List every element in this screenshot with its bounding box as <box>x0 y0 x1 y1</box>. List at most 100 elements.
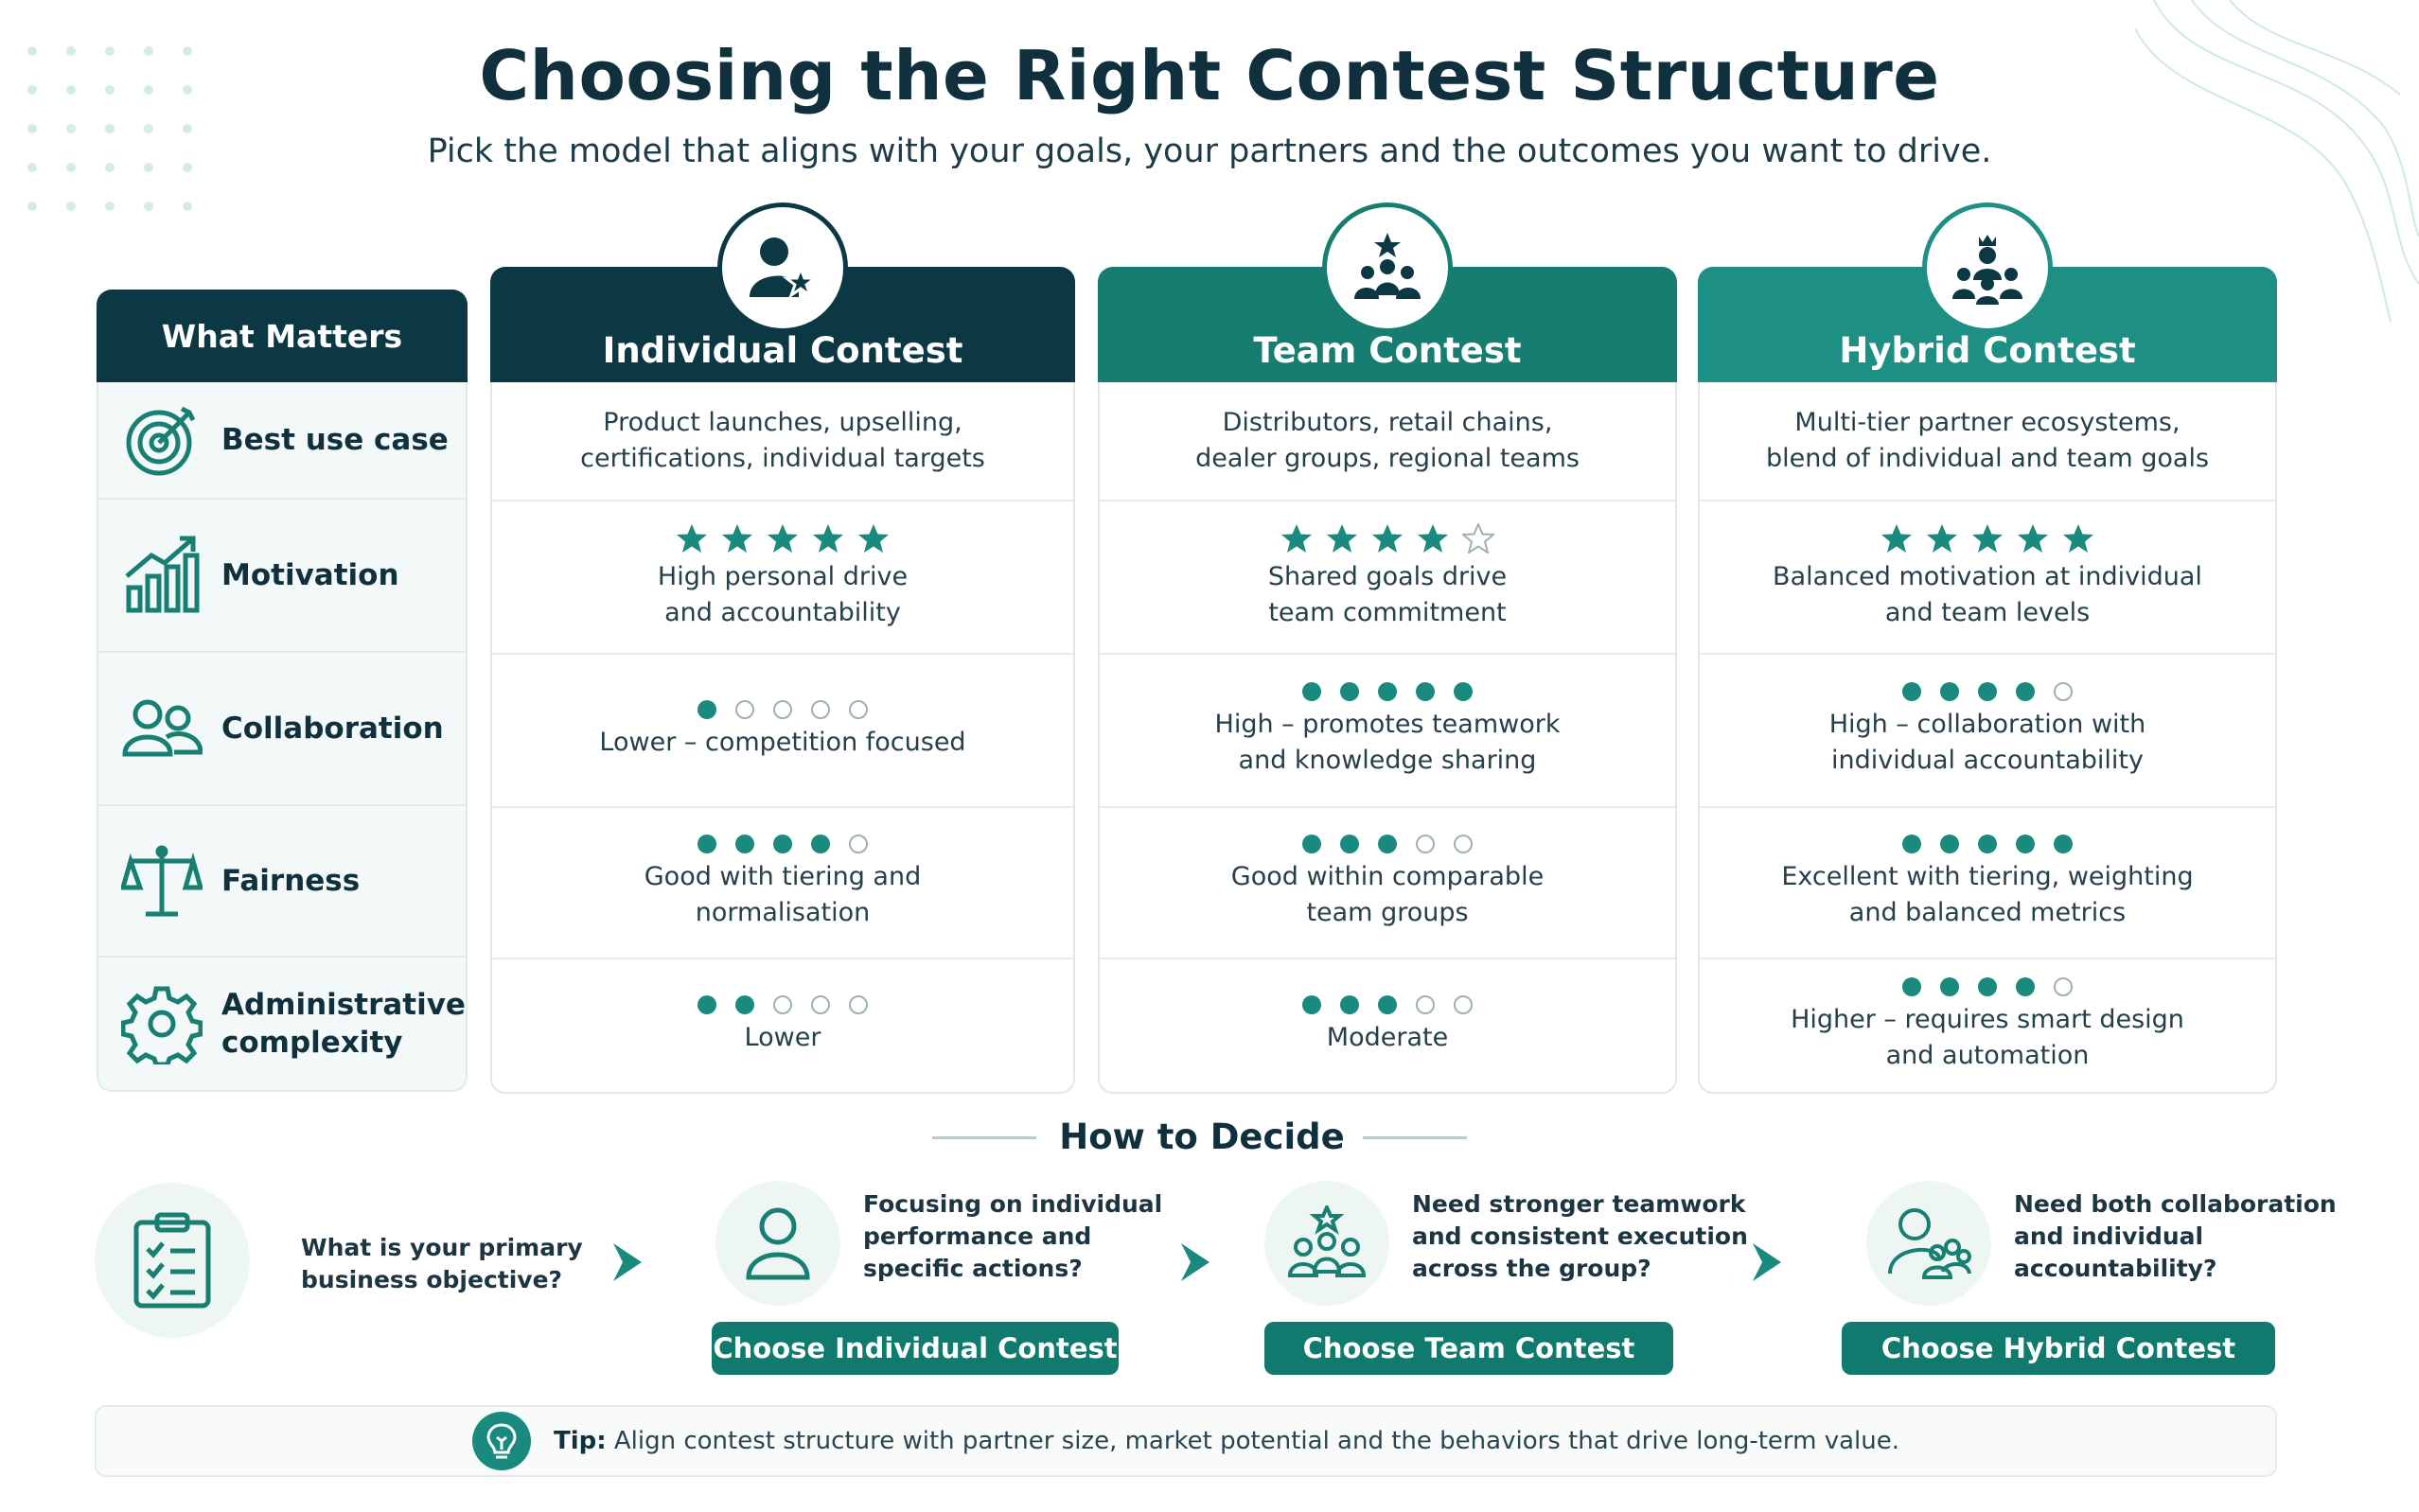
what-matters-header: What Matters <box>97 290 468 382</box>
rating-dot-empty <box>849 835 868 853</box>
how-to-decide-title: How to Decide <box>1059 1116 1345 1157</box>
criterion-motivation: Motivation <box>98 500 466 653</box>
star-rating <box>676 523 890 554</box>
cell-text-line: Distributors, retail chains, <box>1222 408 1553 437</box>
criterion-label: Best use case <box>221 423 449 457</box>
rating-dot-empty <box>849 995 868 1014</box>
cell-text-line: Higher – requires smart design <box>1791 1005 2184 1034</box>
rating-dot-filled <box>2016 835 2035 853</box>
rating-dot-empty <box>1416 995 1435 1014</box>
dot-rating <box>1302 995 1473 1014</box>
cell-admin-complexity: Lower <box>492 958 1073 1092</box>
criterion-label: Administrative <box>221 988 466 1022</box>
rating-dot-filled <box>1902 682 1921 701</box>
rating-dot-filled <box>1978 682 1997 701</box>
question-line: What is your primary <box>301 1234 583 1261</box>
column-header: Hybrid Contest <box>1698 207 2277 382</box>
cell-collaboration: Lower – competition focused <box>492 653 1073 806</box>
criterion-fairness: Fairness <box>98 806 466 958</box>
rating-dot-filled <box>735 835 754 853</box>
rating-dot-filled <box>1940 682 1959 701</box>
clipboard-checklist-icon <box>95 1183 250 1338</box>
column-title: Hybrid Contest <box>1839 330 2136 371</box>
rating-dot-empty <box>811 995 830 1014</box>
question-line: and individual <box>2014 1222 2204 1250</box>
cell-text-line: Lower <box>744 1023 821 1052</box>
star-filled-icon <box>1327 524 1357 553</box>
question-line: across the group? <box>1412 1255 1651 1282</box>
rating-dot-empty <box>773 700 792 719</box>
rating-dot-filled <box>2016 682 2035 701</box>
rating-dot-filled <box>1340 995 1359 1014</box>
dot-rating <box>1902 835 2073 853</box>
question-line: performance and <box>863 1222 1092 1250</box>
criterion-label-line2: complexity <box>221 1026 403 1060</box>
dot-rating <box>1302 682 1473 701</box>
column-header: Individual Contest <box>490 207 1075 382</box>
rating-dot-filled <box>1340 682 1359 701</box>
lightbulb-icon <box>471 1412 531 1470</box>
rating-dot-filled <box>1302 835 1321 853</box>
growth-chart-icon <box>125 536 200 613</box>
rating-dot-filled <box>1302 995 1321 1014</box>
cell-text-line: certifications, individual targets <box>580 444 985 473</box>
decorative-dot-grid <box>27 46 192 211</box>
star-empty-icon <box>1462 523 1494 554</box>
cell-text-line: and balanced metrics <box>1848 898 2127 927</box>
star-filled-icon <box>1281 524 1312 553</box>
rating-dot-filled <box>1902 835 1921 853</box>
step-question-team: Need stronger teamwork and consistent ex… <box>1412 1188 1748 1285</box>
criterion-label: Motivation <box>221 558 399 592</box>
rating-dot-filled <box>1940 977 1959 996</box>
cell-motivation: Balanced motivation at individual and tea… <box>1700 500 2275 653</box>
cell-text-line: blend of individual and team goals <box>1765 444 2210 473</box>
hybrid-contest-column: Hybrid Contest Multi-tier partner ecosys… <box>1698 207 2277 1094</box>
cell-best-use-case: Product launches, upselling,certificatio… <box>492 382 1073 500</box>
question-line: Need both collaboration <box>2014 1190 2337 1218</box>
criteria-list: Best use case Motivation Collaboration F… <box>97 382 468 1092</box>
choose-team-contest-button[interactable]: Choose Team Contest <box>1264 1322 1673 1375</box>
criterion-administrative-complexity: Administrative complexity <box>98 958 466 1090</box>
rating-dot-empty <box>2054 977 2073 996</box>
rating-dot-filled <box>697 835 716 853</box>
divider-right <box>1363 1136 1467 1139</box>
cell-text-line: and team levels <box>1884 598 2091 627</box>
choose-hybrid-contest-button[interactable]: Choose Hybrid Contest <box>1842 1322 2275 1375</box>
divider-left <box>932 1136 1036 1139</box>
people-icon <box>122 699 203 757</box>
cell-text-line: Moderate <box>1326 1023 1449 1052</box>
person-star-icon <box>722 207 843 328</box>
criterion-best-use-case: Best use case <box>98 382 466 500</box>
rating-dot-filled <box>1978 835 1997 853</box>
star-filled-icon <box>677 524 707 553</box>
cell-text-line: High – collaboration with <box>1828 710 2146 739</box>
column-header: Team Contest <box>1098 207 1677 382</box>
choose-individual-contest-button[interactable]: Choose Individual Contest <box>712 1322 1119 1375</box>
rating-dot-filled <box>1340 835 1359 853</box>
star-filled-icon <box>1372 524 1403 553</box>
cell-text-line: Balanced motivation at individual <box>1773 562 2202 591</box>
start-question: What is your primary business objective? <box>301 1232 583 1296</box>
star-filled-icon <box>768 524 798 553</box>
question-line: and consistent execution <box>1412 1222 1748 1250</box>
question-line: Focusing on individual <box>863 1190 1163 1218</box>
target-icon <box>126 406 196 476</box>
cell-text-line: and accountability <box>664 598 901 627</box>
team-contest-column: Team Contest Distributors, retail chains… <box>1098 207 1677 1094</box>
person-group-icon <box>1866 1181 1991 1306</box>
rating-dot-filled <box>735 995 754 1014</box>
rating-dot-empty <box>1416 835 1435 853</box>
team-star-icon <box>1327 207 1448 328</box>
rating-dot-empty <box>811 700 830 719</box>
rating-dot-filled <box>2054 835 2073 853</box>
rating-dot-empty <box>735 700 754 719</box>
rating-dot-filled <box>2016 977 2035 996</box>
tip-label: Tip: <box>553 1427 607 1455</box>
cell-admin-complexity: Moderate <box>1100 958 1675 1092</box>
